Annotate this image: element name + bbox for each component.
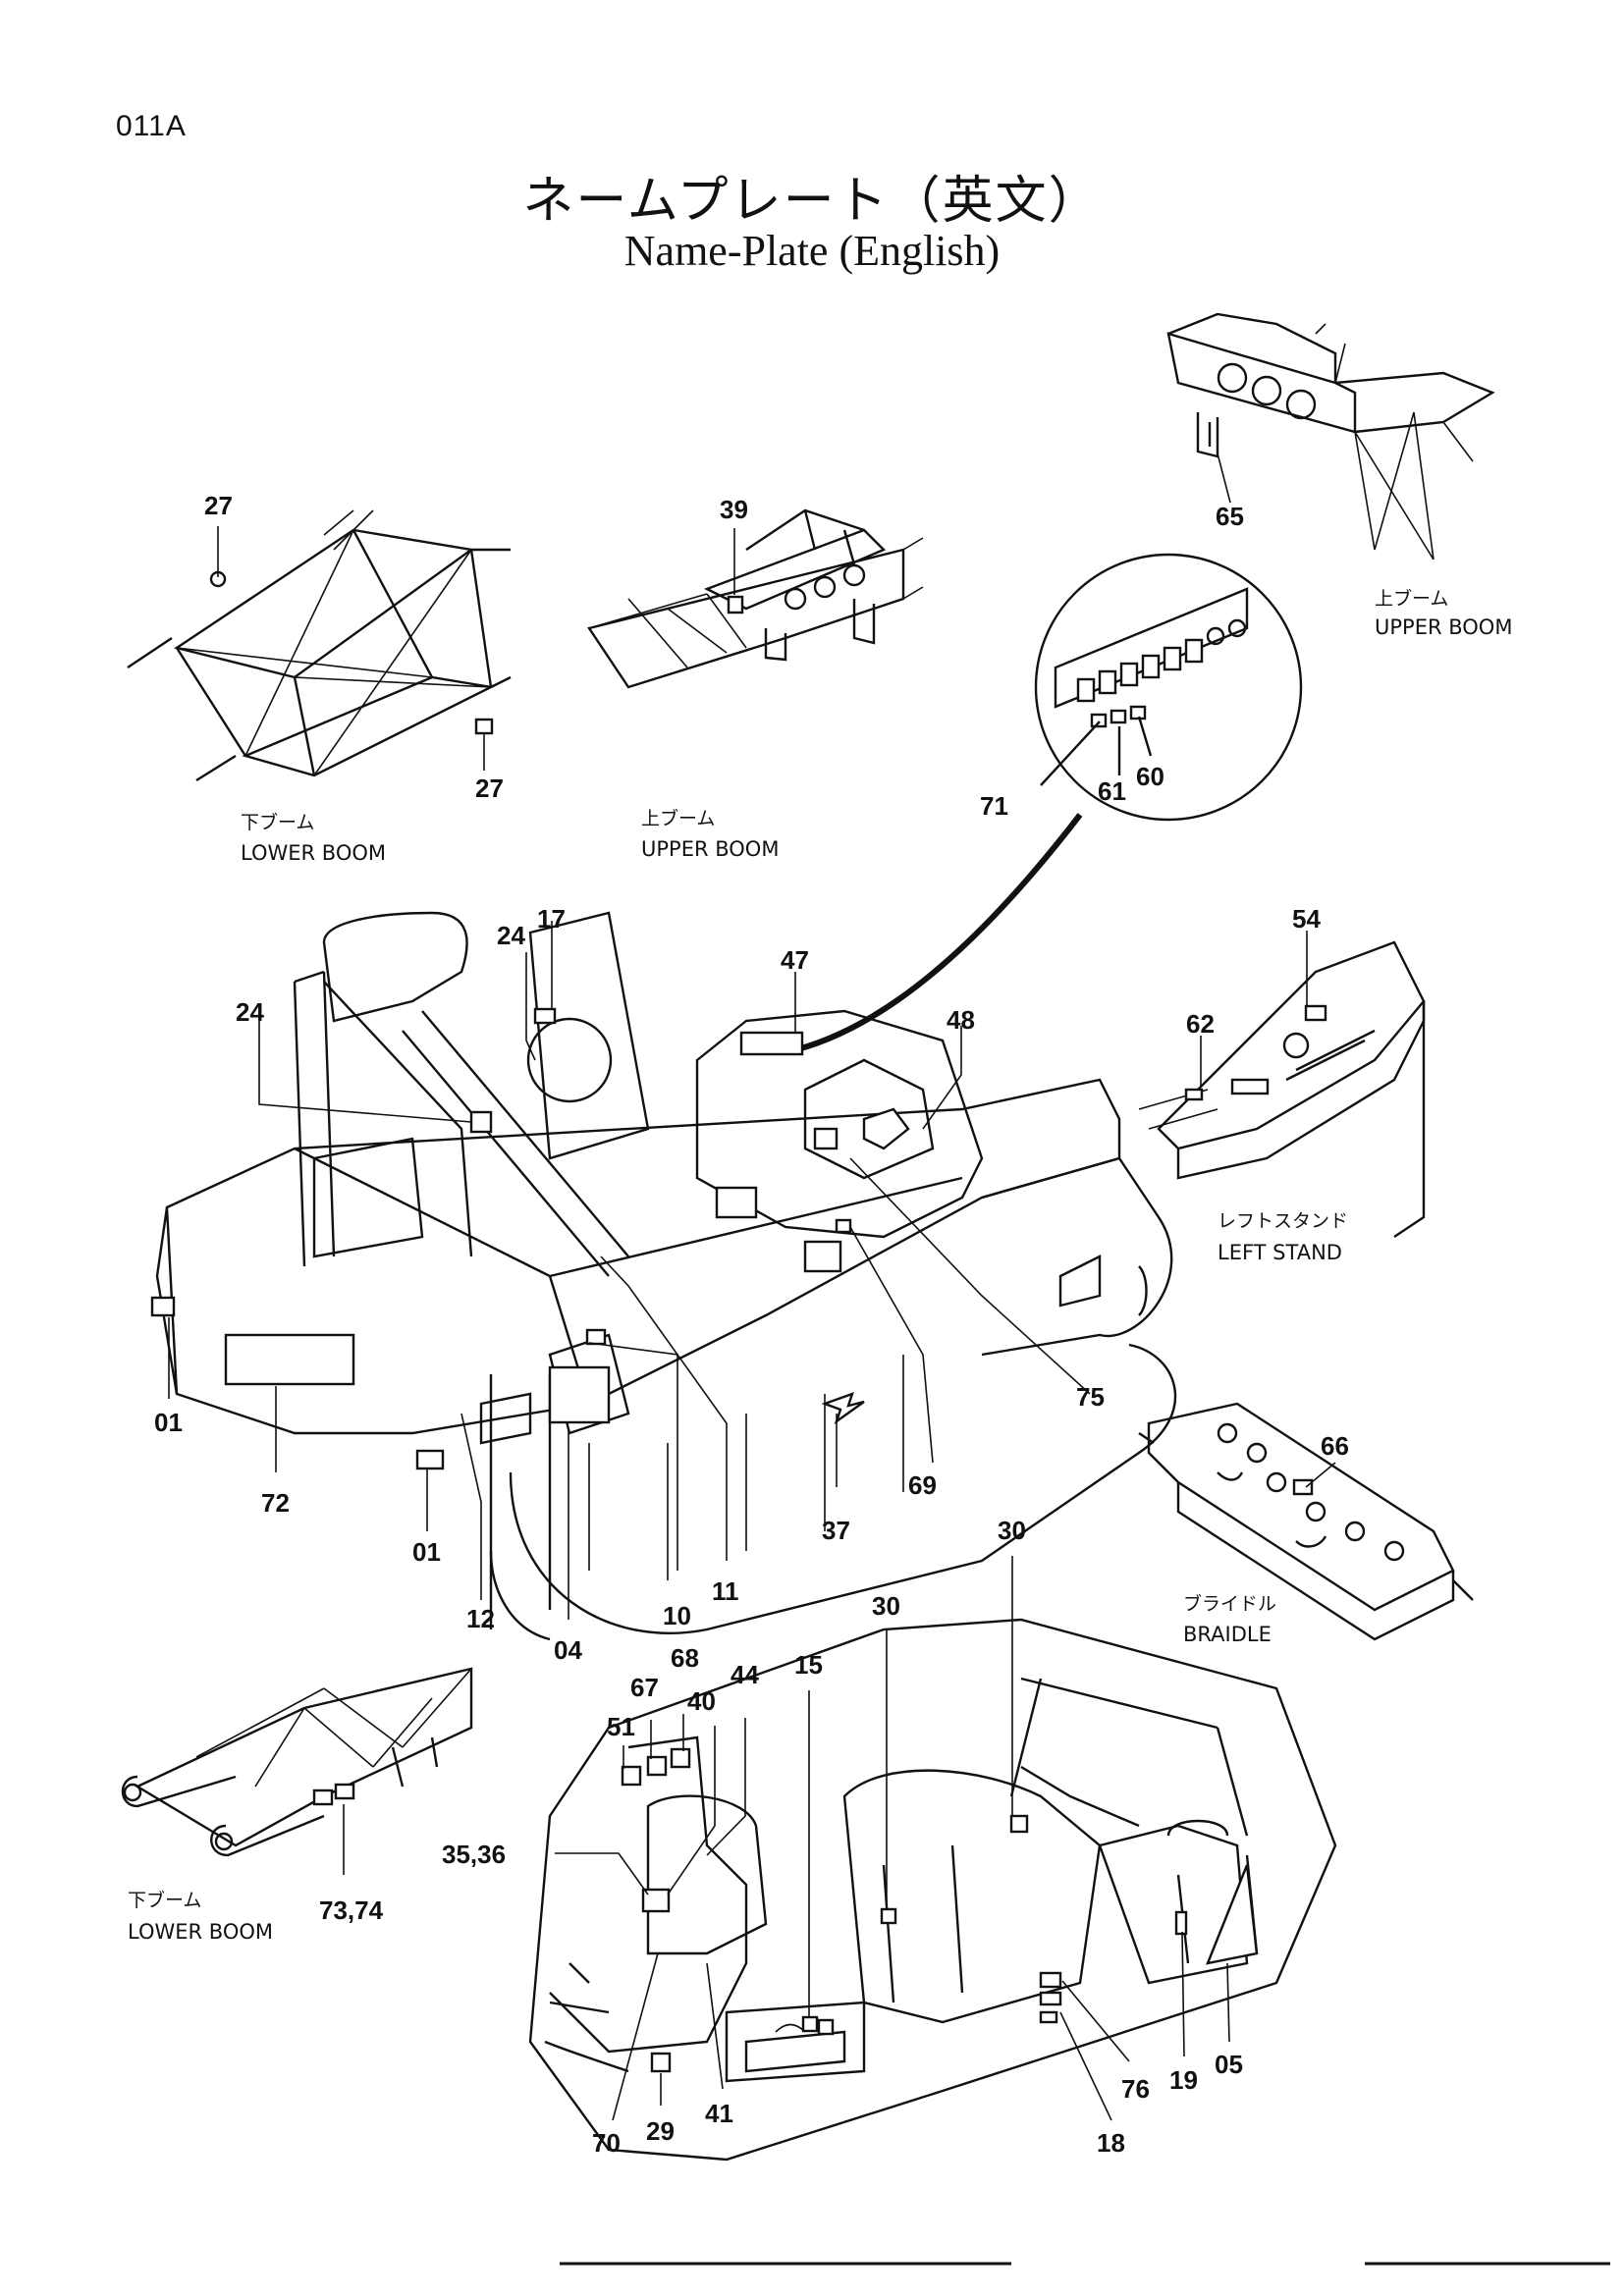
part-label: 11 bbox=[712, 1576, 739, 1606]
part-label: 62 bbox=[1186, 1009, 1215, 1039]
part-label: 54 bbox=[1292, 904, 1321, 934]
caption-braidle-jp: ブライドル bbox=[1183, 1592, 1276, 1615]
part-label: 41 bbox=[705, 2099, 733, 2128]
magnified-detail-circle bbox=[785, 553, 1303, 1055]
caption-upper-boom-mid-en: UPPER BOOM bbox=[641, 837, 779, 861]
part-label: 51 bbox=[607, 1712, 635, 1741]
part-label: 17 bbox=[537, 904, 566, 934]
page-title-japanese: ネームプレート（英文） bbox=[522, 172, 1102, 231]
crane-upper-body-illustration bbox=[150, 911, 1177, 1641]
caption-upper-boom-right-jp: 上ブーム bbox=[1375, 587, 1448, 610]
part-label: 44 bbox=[731, 1660, 759, 1689]
part-label: 65 bbox=[1216, 502, 1244, 531]
part-label: 05 bbox=[1215, 2050, 1243, 2079]
part-label: 47 bbox=[781, 945, 809, 975]
part-label: 12 bbox=[466, 1604, 495, 1633]
part-label: 18 bbox=[1097, 2128, 1125, 2158]
part-label: 68 bbox=[671, 1643, 699, 1673]
caption-lower-boom-top-jp: 下ブーム bbox=[241, 811, 314, 833]
part-label: 66 bbox=[1321, 1431, 1349, 1461]
part-label: 39 bbox=[720, 495, 748, 524]
caption-upper-boom-right-en: UPPER BOOM bbox=[1375, 615, 1512, 639]
part-label: 73,74 bbox=[319, 1896, 384, 1925]
caption-left-stand-en: LEFT STAND bbox=[1218, 1241, 1342, 1264]
part-label: 19 bbox=[1169, 2065, 1198, 2095]
part-label: 76 bbox=[1121, 2074, 1150, 2104]
left-stand-illustration bbox=[1138, 940, 1426, 1238]
part-label: 40 bbox=[687, 1686, 716, 1716]
part-label: 30 bbox=[998, 1516, 1026, 1545]
part-label: 60 bbox=[1136, 762, 1164, 791]
upper-boom-mid-illustration bbox=[587, 508, 924, 689]
part-label: 10 bbox=[663, 1601, 691, 1630]
part-label: 48 bbox=[947, 1005, 975, 1035]
component-captions: 下ブーム LOWER BOOM 上ブーム UPPER BOOM 上ブーム UPP… bbox=[128, 587, 1512, 1944]
part-label: 35,36 bbox=[442, 1840, 506, 1869]
upper-boom-right-illustration bbox=[1166, 312, 1495, 561]
upper-structure-top-view-illustration bbox=[528, 1618, 1337, 2162]
part-label: 61 bbox=[1098, 776, 1126, 806]
caption-left-stand-jp: レフトスタンド bbox=[1218, 1210, 1348, 1232]
page-title-english: Name-Plate (English) bbox=[623, 227, 1001, 275]
part-label: 24 bbox=[236, 997, 264, 1027]
caption-lower-boom-top-en: LOWER BOOM bbox=[241, 841, 386, 865]
part-label: 30 bbox=[872, 1591, 900, 1621]
page-code: 011A bbox=[116, 110, 187, 142]
part-label: 15 bbox=[794, 1650, 823, 1680]
part-label: 01 bbox=[412, 1537, 441, 1567]
part-label: 04 bbox=[554, 1635, 582, 1665]
part-label: 27 bbox=[475, 774, 504, 803]
caption-upper-boom-mid-jp: 上ブーム bbox=[641, 807, 715, 829]
part-label: 29 bbox=[646, 2116, 675, 2146]
part-labels: 27 27 39 65 71 61 60 24 17 47 48 54 62 2… bbox=[154, 491, 1349, 2158]
part-label: 37 bbox=[822, 1516, 850, 1545]
caption-lower-boom-bottom-jp: 下ブーム bbox=[128, 1889, 201, 1911]
caption-braidle-en: BRAIDLE bbox=[1183, 1623, 1272, 1646]
lower-boom-bottom-illustration bbox=[121, 1667, 473, 1857]
part-label: 27 bbox=[204, 491, 233, 520]
part-label: 69 bbox=[908, 1470, 937, 1500]
part-label: 72 bbox=[261, 1488, 290, 1518]
caption-lower-boom-bottom-en: LOWER BOOM bbox=[128, 1920, 273, 1944]
part-label: 01 bbox=[154, 1408, 183, 1437]
part-label: 75 bbox=[1076, 1382, 1105, 1412]
lower-boom-top-illustration bbox=[127, 509, 512, 782]
braidle-illustration bbox=[1138, 1402, 1474, 1641]
leader-lines bbox=[168, 453, 1336, 2121]
part-label: 71 bbox=[980, 791, 1008, 821]
part-label: 24 bbox=[497, 921, 525, 950]
part-label: 70 bbox=[592, 2128, 621, 2158]
part-label: 67 bbox=[630, 1673, 659, 1702]
